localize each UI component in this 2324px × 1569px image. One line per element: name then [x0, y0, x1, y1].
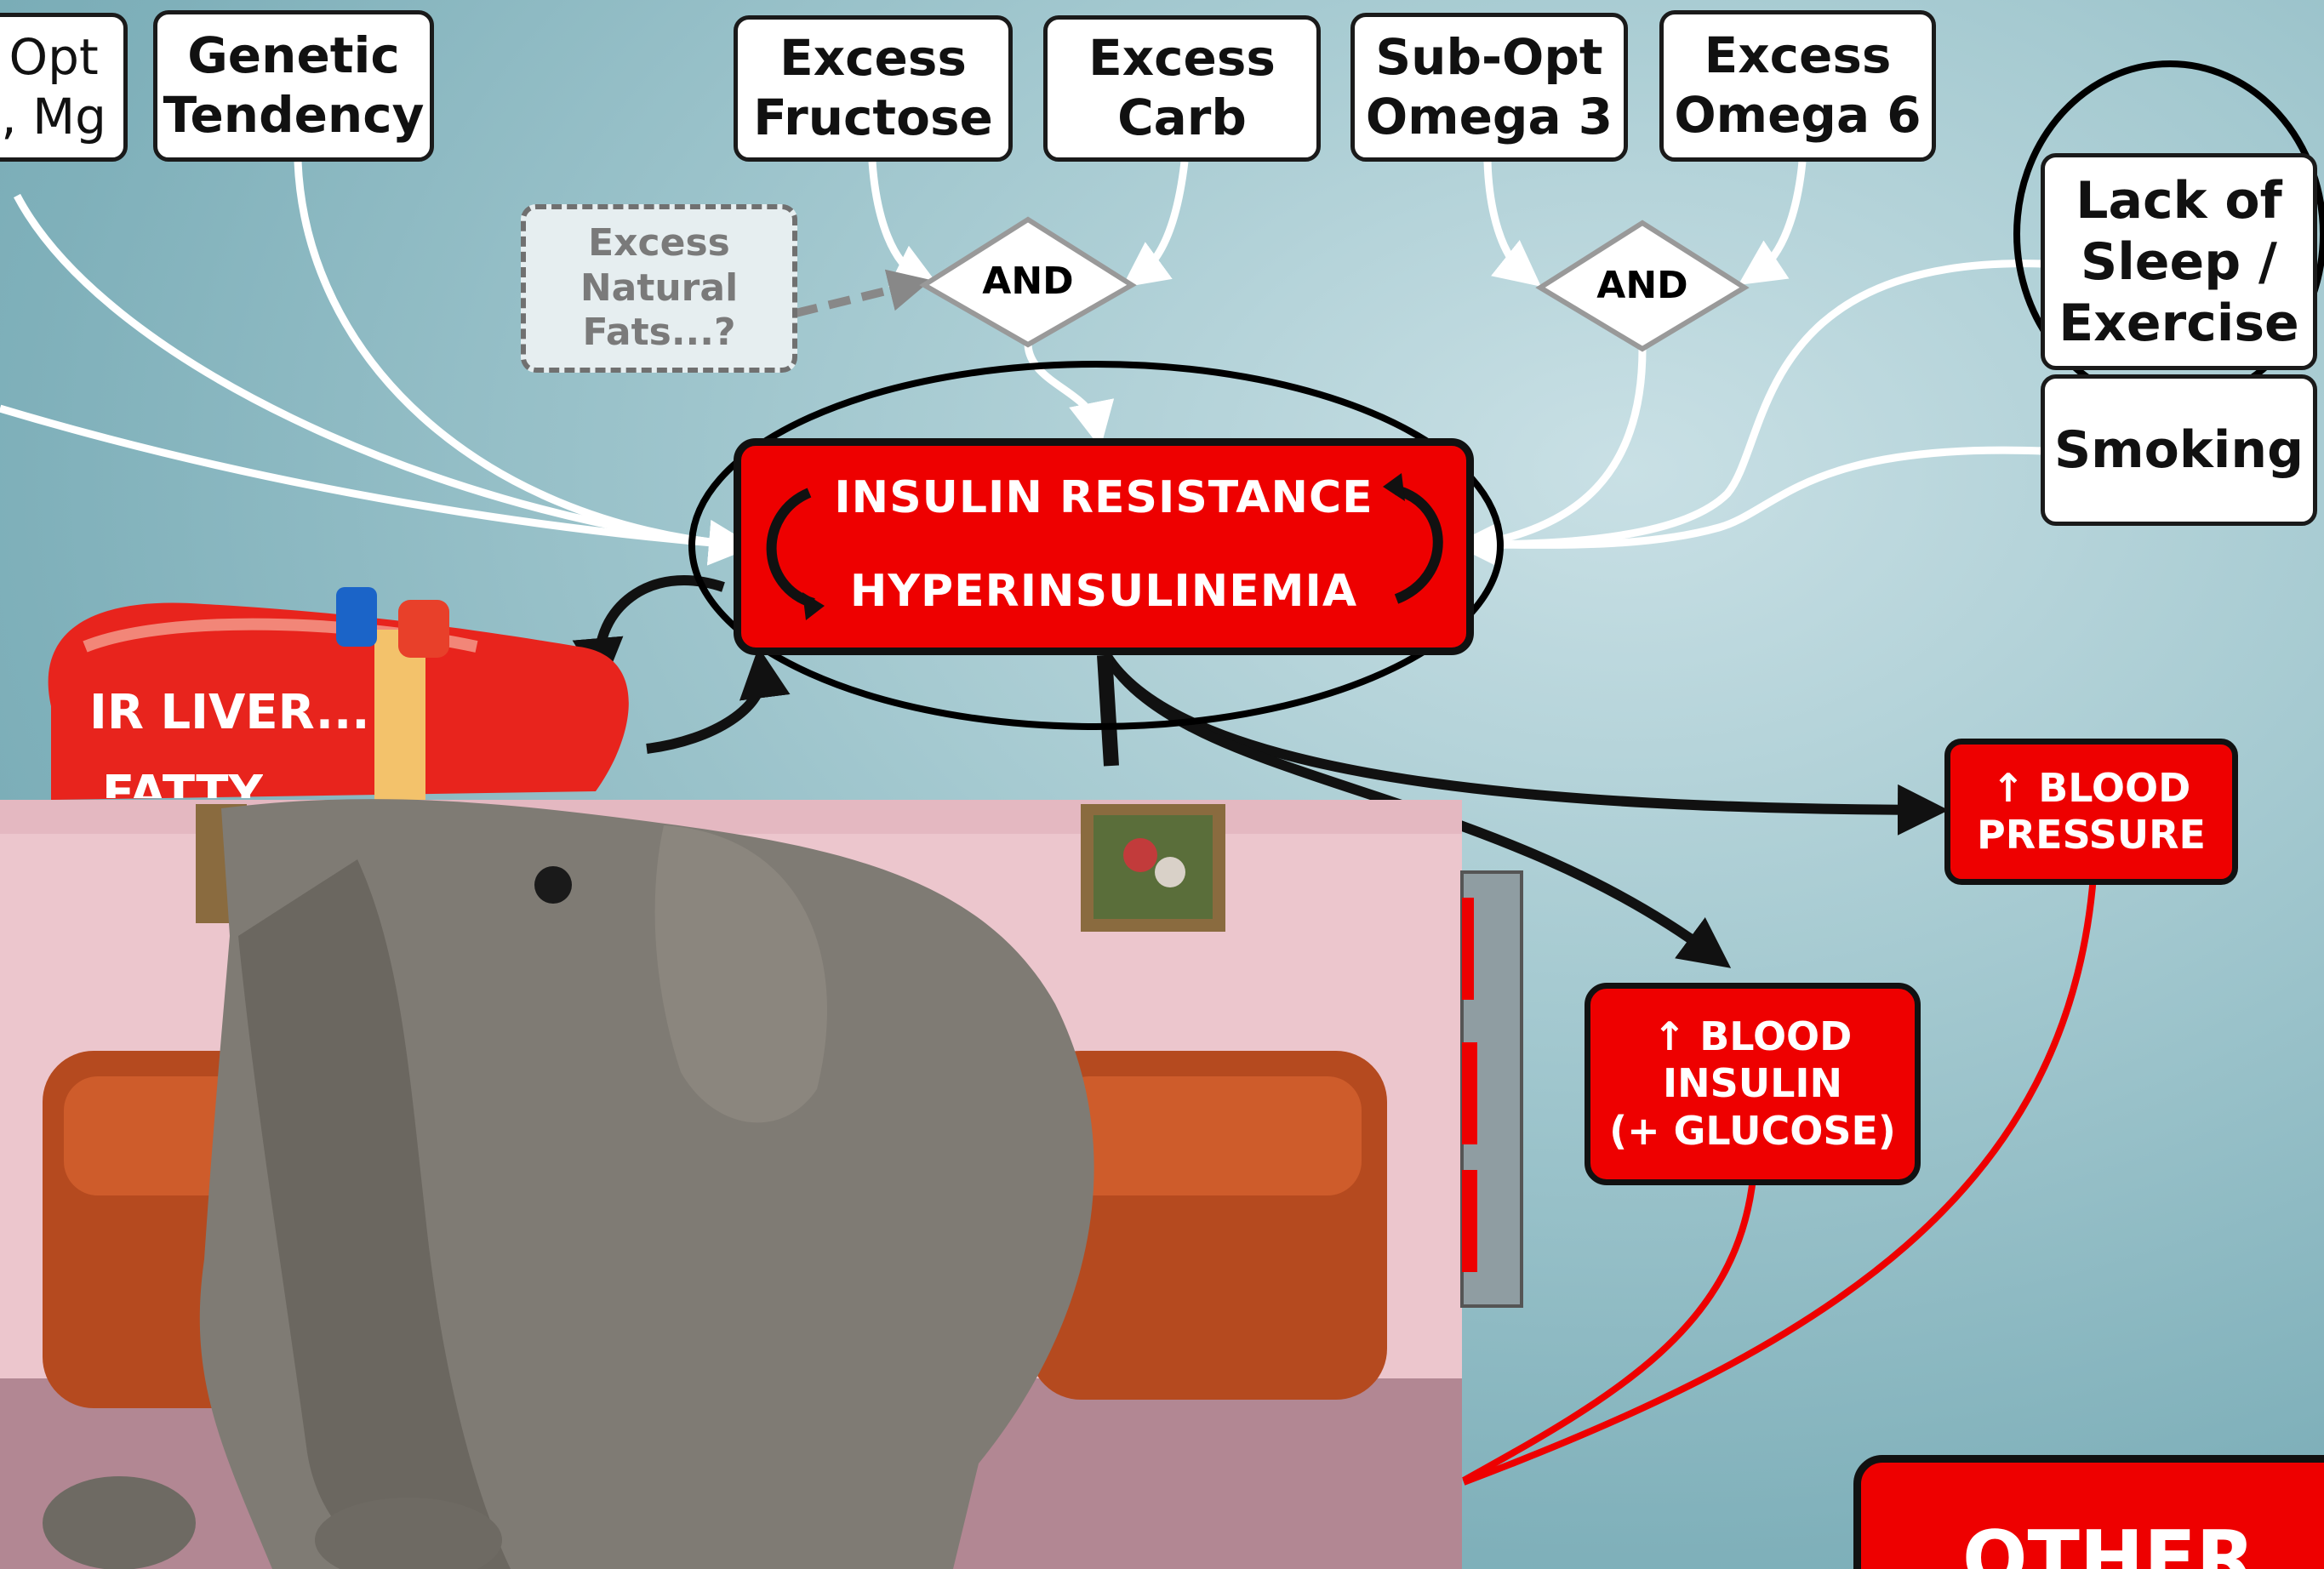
- wire-omega6: [1738, 161, 1807, 285]
- arrow-core-to-liver: [572, 575, 725, 689]
- core-highlight-ellipse: [688, 361, 1504, 730]
- and-gate-2-shape: [1535, 220, 1750, 352]
- arrow-core-to-insulin: [1101, 652, 1732, 968]
- input-box-excess-fructose: Excess Fructose: [734, 15, 1013, 162]
- input-box-opt-mg: Opt , Mg: [0, 13, 128, 162]
- outcome-blood-pressure: ↑ BLOOD PRESSURE: [1944, 739, 2238, 885]
- arrow-liver-to-core: [646, 647, 791, 754]
- input-box-genetic-tendency: Genetic Tendency: [153, 10, 434, 162]
- wire-smoking: [1453, 446, 2043, 568]
- wire-bp-other: [1462, 876, 2097, 1486]
- wire-left-2: [14, 193, 733, 549]
- input-box-smoking: Smoking: [2041, 374, 2317, 526]
- input-box-sub-opt-omega-3: Sub-Opt Omega 3: [1350, 13, 1628, 162]
- liver-label-fatty: FATTY: [102, 766, 264, 798]
- wire-carb: [1122, 161, 1189, 288]
- liver-label-ir-liver: IR LIVER...: [89, 685, 370, 740]
- cycle-arrows-icon: [766, 473, 1443, 620]
- wire-and2-core: [1476, 348, 1647, 549]
- and-gate-1-shape: [919, 216, 1137, 348]
- wire-sleep: [1476, 260, 2043, 549]
- arrow-core-to-bp: [1101, 652, 1949, 836]
- outcome-other: OTHER: [1853, 1455, 2324, 1569]
- core-node-insulin-resistance: INSULIN RESISTANCE HYPERINSULINEMIA: [734, 438, 1474, 655]
- core-label-insulin-resistance: INSULIN RESISTANCE: [834, 472, 1373, 523]
- arrow-core-down: [1097, 654, 1119, 767]
- wire-left-1: [0, 404, 755, 566]
- input-box-lack-of-sleep-exercise: Lack of Sleep / Exercise: [2041, 153, 2317, 370]
- wire-natural-fats: [794, 269, 932, 317]
- wire-insulin-other: [1462, 1178, 1756, 1484]
- wire-fructose: [868, 161, 940, 288]
- elephant-overlay-photo: [0, 799, 1523, 1569]
- wire-genetic: [294, 161, 733, 549]
- input-box-excess-carb: Excess Carb: [1043, 15, 1321, 162]
- outcome-blood-insulin: ↑ BLOOD INSULIN (+ GLUCOSE): [1585, 983, 1921, 1185]
- core-label-hyperinsulinemia: HYPERINSULINEMIA: [849, 566, 1358, 617]
- wire-and1-core: [1024, 344, 1115, 448]
- liver-illustration: [48, 587, 629, 800]
- wire-omega3: [1483, 161, 1542, 287]
- and-gate-2-label: AND: [1596, 264, 1688, 307]
- input-box-excess-omega-6: Excess Omega 6: [1659, 10, 1936, 162]
- input-box-excess-natural-fats: Excess Natural Fats...?: [521, 204, 797, 373]
- and-gate-1-label: AND: [982, 260, 1074, 303]
